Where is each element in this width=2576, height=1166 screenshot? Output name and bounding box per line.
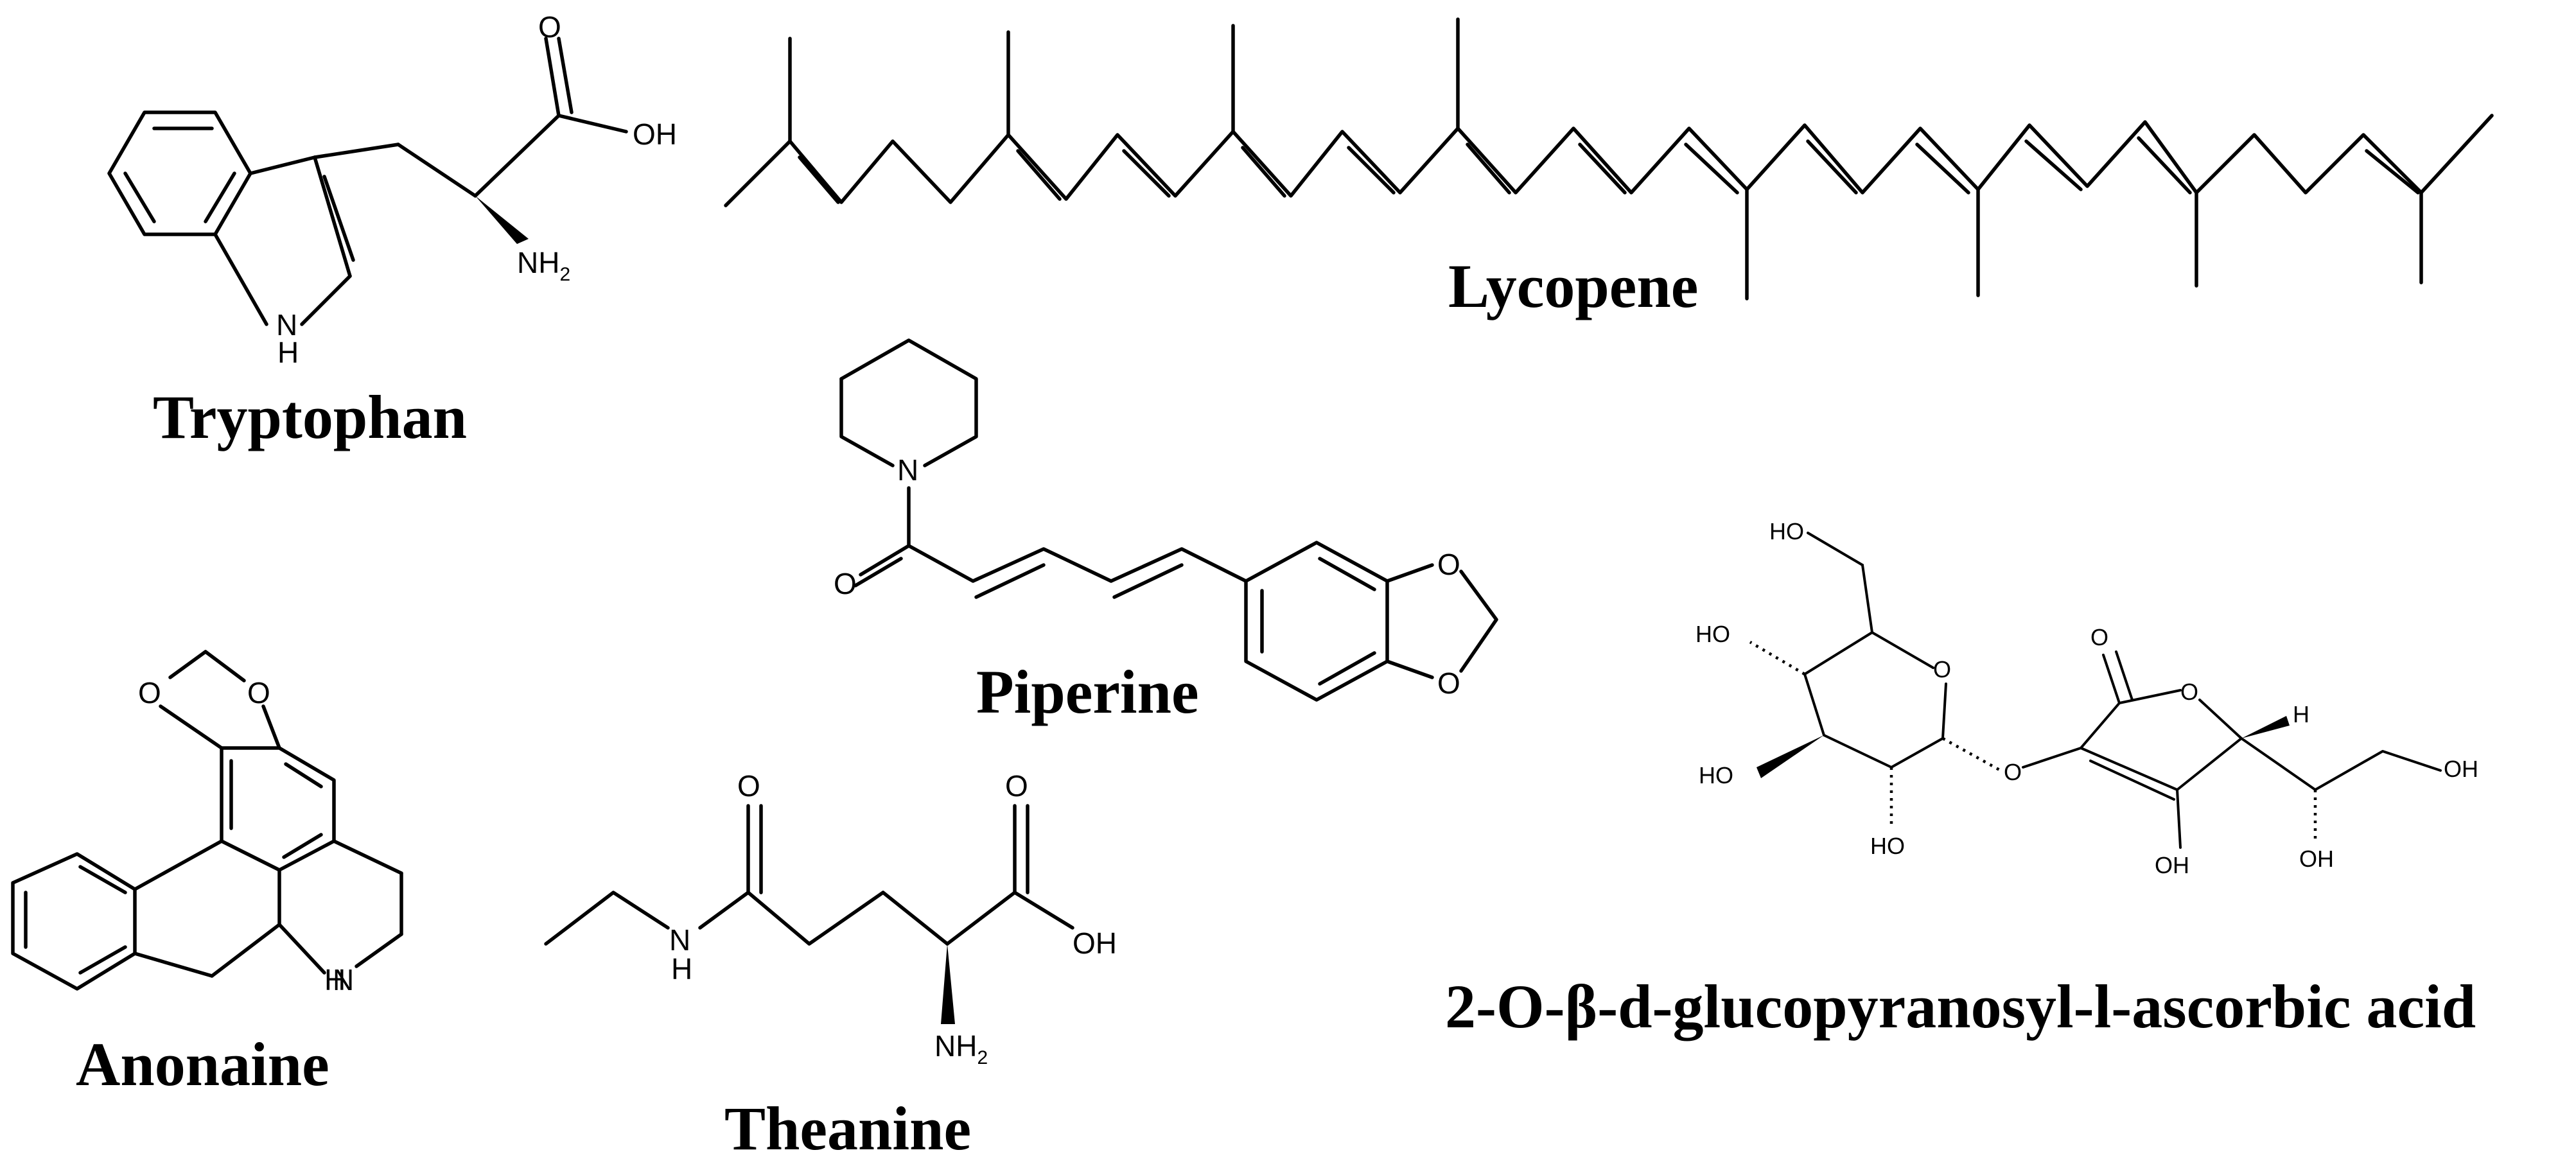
svg-text:O: O xyxy=(834,567,857,600)
svg-text:O: O xyxy=(538,10,561,44)
svg-text:OH: OH xyxy=(2155,852,2189,878)
tryptophan-stereo-wedge xyxy=(475,196,529,244)
svg-text:N: N xyxy=(333,963,354,996)
svg-text:OH: OH xyxy=(633,117,677,151)
tryptophan-structure: O OH NH2 N H Tryptophan xyxy=(107,10,677,451)
ascorbic-lactone-ring xyxy=(2080,699,2243,791)
glucose-pyranose-ring xyxy=(1803,631,1947,769)
svg-text:H: H xyxy=(324,963,346,996)
tryptophan-label: Tryptophan xyxy=(153,383,467,451)
svg-text:N: N xyxy=(897,453,918,487)
svg-text:HO: HO xyxy=(1699,762,1733,788)
piperine-benzene-ring xyxy=(1244,541,1389,702)
svg-text:O: O xyxy=(2004,759,2022,785)
theanine-stereo-wedge xyxy=(941,944,955,1024)
glucopyranosyl-ascorbic-acid-label: 2-O-β-d-glucopyranosyl-l-ascorbic acid xyxy=(1445,972,2476,1041)
svg-text:O: O xyxy=(138,676,161,709)
svg-text:OH: OH xyxy=(1073,927,1117,960)
tryptophan-benzene-ring xyxy=(107,110,252,236)
svg-text:O: O xyxy=(2090,624,2108,650)
svg-text:H: H xyxy=(671,952,692,986)
svg-text:HO: HO xyxy=(1769,518,1804,544)
anonaine-aromatic-ring xyxy=(220,746,336,872)
svg-text:HO: HO xyxy=(1870,833,1905,859)
svg-text:O: O xyxy=(247,676,270,709)
svg-text:O: O xyxy=(737,769,760,803)
svg-text:H: H xyxy=(2293,701,2309,727)
piperine-label: Piperine xyxy=(976,657,1199,726)
svg-text:O: O xyxy=(1933,656,1951,683)
svg-text:O: O xyxy=(1005,769,1028,803)
svg-text:OH: OH xyxy=(2444,756,2478,782)
svg-text:N: N xyxy=(669,923,690,957)
svg-text:O: O xyxy=(2180,679,2198,705)
glucopyranosyl-ascorbic-acid-structure: HO O HO HO HO O O O OH H OH OH 2-O-β-d-g… xyxy=(1445,518,2478,1041)
anonaine-label: Anonaine xyxy=(76,1030,329,1099)
svg-text:H: H xyxy=(277,336,299,369)
lycopene-label: Lycopene xyxy=(1448,252,1698,320)
svg-text:O: O xyxy=(1437,548,1460,581)
svg-text:OH: OH xyxy=(2299,846,2334,872)
svg-text:O: O xyxy=(1437,666,1460,700)
tryptophan-amine: NH2 xyxy=(517,246,570,285)
svg-text:N: N xyxy=(276,308,297,342)
piperine-structure: N O O O Piperine xyxy=(834,338,1498,726)
lycopene-structure: Lycopene xyxy=(724,17,2494,320)
piperine-piperidine-ring xyxy=(839,338,978,467)
svg-text:HO: HO xyxy=(1695,621,1730,647)
theanine-amine: NH2 xyxy=(934,1029,988,1068)
anonaine-benzene-ring xyxy=(11,852,137,991)
lycopene-chain xyxy=(724,114,2494,207)
theanine-label: Theanine xyxy=(724,1094,971,1163)
anonaine-structure: O O N H Anonaine xyxy=(11,650,403,1099)
theanine-structure: N H O O OH NH2 Theanine xyxy=(544,769,1117,1163)
